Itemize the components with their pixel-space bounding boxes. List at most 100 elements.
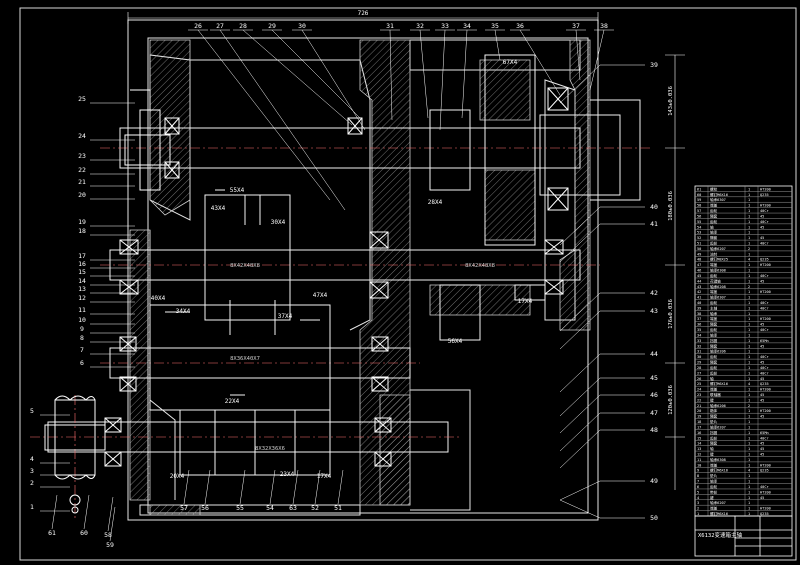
callout-number: 29: [268, 22, 276, 30]
bom-cell: 1: [748, 269, 750, 273]
callouts-left: 2524232221201918171615141312111098765432…: [30, 95, 135, 512]
bom-cell: 65Mn: [760, 339, 769, 343]
bom-cell: 隔套: [710, 322, 718, 327]
bom-cell: 端盖: [710, 289, 718, 294]
callout-number: 3: [30, 467, 34, 475]
callout-leader: [559, 480, 601, 501]
bom-cell: 箱体: [710, 408, 718, 413]
dimension-text: 180±0.036: [668, 191, 674, 221]
callout-number: 40: [650, 203, 658, 211]
bom-cell: 螺钉M6X16: [710, 381, 728, 386]
callout-number: 45: [650, 374, 658, 382]
callout-leader: [559, 292, 601, 332]
callout-number: 46: [650, 391, 658, 399]
bom-cell: 40Cr: [760, 209, 769, 213]
bom-cell: 1: [748, 420, 750, 424]
bom-cell: 轴: [710, 376, 714, 381]
bom-cell: 1: [748, 214, 750, 218]
bom-cell: 齿轮: [710, 435, 718, 440]
bom-cell: 3: [697, 501, 699, 505]
callout-number: 10: [78, 316, 86, 324]
callout-leader: [559, 377, 601, 417]
gear-label: 40X4: [151, 295, 166, 302]
callout-number: 59: [106, 541, 114, 549]
callout-number: 15: [78, 268, 86, 276]
bom-cell: HT200: [760, 204, 771, 208]
bom-cell: 1: [748, 187, 750, 191]
bom-cell: 轴: [710, 224, 714, 229]
bom-cell: 键: [710, 495, 714, 500]
bom-cell: 45: [760, 344, 764, 348]
bom-cell: 46: [697, 269, 701, 273]
bom-cell: 齿轮: [710, 208, 718, 213]
bom-cell: HT200: [760, 263, 771, 267]
bom-cell: 花键轴: [710, 278, 721, 283]
bom-cell: 1: [748, 463, 750, 467]
callout-leader: [292, 469, 299, 505]
bom-cell: 50: [697, 247, 701, 251]
bom-cell: 轴承: [710, 230, 718, 235]
bom-cell: 60: [697, 193, 701, 197]
bom-cell: 隔套: [710, 343, 718, 348]
bom-cell: 端盖: [710, 203, 718, 208]
bom-cell: 40Cr: [760, 306, 769, 310]
bom-cell: 40Cr: [760, 220, 769, 224]
bom-cell: 45: [760, 279, 764, 283]
callout-number: 7: [80, 346, 84, 354]
callout-number: 32: [416, 22, 424, 30]
bom-cell: 30: [697, 355, 701, 359]
callout-leader: [589, 29, 605, 91]
bom-cell: 45: [760, 225, 764, 229]
callout-number: 26: [194, 22, 202, 30]
callout-number: 52: [311, 504, 319, 512]
bom-cell: 31: [697, 350, 701, 354]
bom-cell: 端盖: [710, 262, 718, 267]
bom-cell: 1: [748, 290, 750, 294]
bom-cell: 45: [760, 377, 764, 381]
overall-dim-text: 726: [358, 10, 369, 17]
bom-cell: 轴承6308: [710, 457, 726, 462]
callout-leader: [51, 494, 58, 530]
bom-cell: 21: [697, 404, 701, 408]
bom-cell: 55: [697, 220, 701, 224]
bom-cell: HT200: [760, 490, 771, 494]
bom-cell: 垫片: [710, 419, 718, 424]
bom-cell: 轴承6206: [710, 403, 726, 408]
bom-cell: 45: [760, 323, 764, 327]
callout-number: 5: [30, 407, 34, 415]
bom-cell: 18: [697, 420, 701, 424]
callout-leader: [239, 469, 246, 505]
callout-leader: [271, 29, 361, 119]
bom-cell: 齿轮: [710, 327, 718, 332]
bom-cell: 36: [697, 323, 701, 327]
bom-cell: 57: [697, 209, 701, 213]
bom-cell: 隔套: [710, 360, 718, 365]
callout-number: 33: [441, 22, 449, 30]
callout-number: 16: [78, 260, 86, 268]
bom-cell: 1: [748, 317, 750, 321]
bom-cell: 9: [697, 469, 699, 473]
gear-label: 37X4: [278, 313, 293, 320]
bom-cell: 1: [748, 442, 750, 446]
callout-number: 58: [104, 531, 112, 539]
bom-cell: 1: [748, 366, 750, 370]
bom-cell: 轴承: [710, 311, 718, 316]
bom-cell: 17: [697, 425, 701, 429]
